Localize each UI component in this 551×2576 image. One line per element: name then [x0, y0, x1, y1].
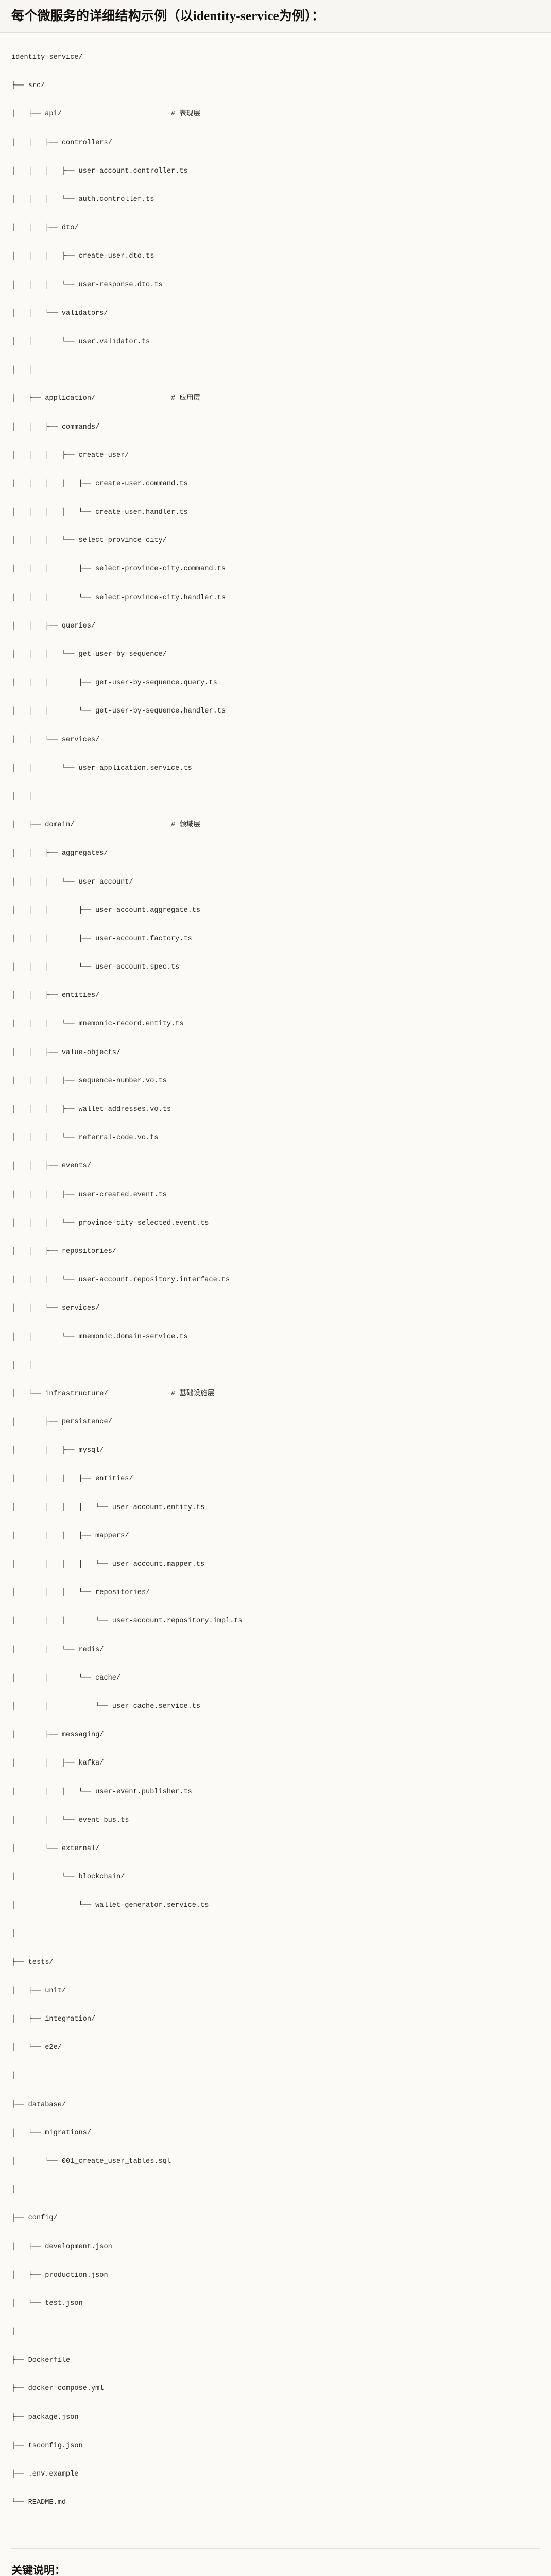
directory-tree-body: identity-service/ ├── src/ │ ├── api/ # …	[11, 51, 540, 2510]
tree-line: │ │ │ └── repositories/	[11, 1589, 150, 1597]
tree-line: │ │ └── services/	[11, 736, 100, 744]
tree-line: │ │ │ ├── mappers/	[11, 1532, 129, 1540]
tree-line: │ │ ├── events/	[11, 1162, 91, 1171]
tree-line: ├── src/	[11, 82, 45, 90]
tree-line: │ │ │ └── select-province-city.handler.t…	[11, 594, 226, 602]
tree-line: │ │ │ ├── user-account.factory.ts	[11, 935, 192, 943]
tree-line: │ ├── application/ # 应用层	[11, 395, 201, 403]
directory-tree-block: identity-service/ ├── src/ │ ├── api/ # …	[0, 32, 551, 2537]
tree-line: │ │ └── mnemonic.domain-service.ts	[11, 1333, 188, 1341]
tree-line: │ ├── integration/	[11, 2015, 96, 2024]
tree-line: │ │ │ │ └── user-account.mapper.ts	[11, 1561, 205, 1569]
tree-line: │ │ └── cache/	[11, 1674, 121, 1682]
tree-line: ├── tsconfig.json	[11, 2442, 83, 2450]
tree-line: │ │ └── user-cache.service.ts	[11, 1702, 201, 1710]
tree-line: │ ├── domain/ # 领域层	[11, 821, 201, 829]
tree-line: │ │	[11, 1361, 32, 1369]
tree-line: │ │ │ └── province-city-selected.event.t…	[11, 1219, 209, 1227]
tree-line: ├── docker-compose.yml	[11, 2385, 104, 2393]
tree-line: ├── database/	[11, 2100, 66, 2109]
tree-line: │ │ └── user-application.service.ts	[11, 764, 192, 772]
key-points-title: 关键说明：	[11, 2564, 65, 2576]
tree-line: │ │ └── user.validator.ts	[11, 337, 150, 346]
tree-line: │ │ ├── aggregates/	[11, 850, 108, 858]
tree-line: │ │ │ ├── user-account.aggregate.ts	[11, 906, 201, 914]
tree-line: │ │ │ └── select-province-city/	[11, 537, 167, 545]
tree-line: ├── Dockerfile	[11, 2357, 71, 2365]
tree-line: │ │ │ ├── get-user-by-sequence.query.ts	[11, 679, 217, 687]
tree-line: │	[11, 2328, 16, 2336]
tree-line: │ └── e2e/	[11, 2044, 62, 2052]
tree-line: │ │ ├── entities/	[11, 992, 100, 1000]
tree-line: │ │ │ └── user-account.spec.ts	[11, 963, 180, 972]
tree-line: │ │ │ └── user-response.dto.ts	[11, 281, 163, 289]
tree-line-comment: # 基础设施层	[171, 1389, 215, 1398]
tree-line: │ │ │ │ └── user-account.entity.ts	[11, 1503, 205, 1512]
tree-line: identity-service/	[11, 54, 83, 62]
tree-line: │ │ └── event-bus.ts	[11, 1816, 129, 1824]
tree-line: │ │ │ ├── user-account.controller.ts	[11, 167, 188, 175]
tree-line: │ │ │ ├── sequence-number.vo.ts	[11, 1077, 167, 1085]
tree-line: │ │ ├── commands/	[11, 423, 100, 431]
tree-line: │ │ │ ├── select-province-city.command.t…	[11, 565, 226, 573]
tree-line-comment: # 表现层	[171, 110, 201, 118]
tree-line: │ │ │ └── user-event.publisher.ts	[11, 1788, 192, 1796]
tree-line: │ └── infrastructure/ # 基础设施层	[11, 1389, 215, 1398]
tree-line: │ │ ├── controllers/	[11, 139, 112, 147]
tree-line: │ │ ├── mysql/	[11, 1447, 104, 1455]
tree-line: ├── .env.example	[11, 2470, 79, 2479]
directory-tree: identity-service/ ├── src/ │ ├── api/ # …	[11, 51, 540, 2524]
tree-line: │ │ │ └── get-user-by-sequence/	[11, 651, 167, 659]
tree-line: │ │ ├── queries/	[11, 622, 96, 630]
tree-line: │ └── migrations/	[11, 2129, 91, 2137]
tree-line-comment: # 领域层	[171, 821, 201, 829]
tree-line: │ │ └── services/	[11, 1304, 100, 1313]
tree-line: │ │ ├── value-objects/	[11, 1048, 121, 1057]
tree-line: │ │	[11, 366, 32, 375]
tree-line: │ │ └── validators/	[11, 309, 108, 317]
tree-line: │ │ │ └── mnemonic-record.entity.ts	[11, 1020, 184, 1028]
tree-line: ├── tests/	[11, 1958, 54, 1967]
tree-line: │ │ │ └── user-account.repository.interf…	[11, 1276, 230, 1284]
page-header: 每个微服务的详细结构示例（以identity-service为例）：	[0, 0, 551, 33]
tree-line-comment: # 应用层	[171, 395, 201, 403]
tree-line: │ │ │ ├── user-created.event.ts	[11, 1191, 167, 1199]
tree-line: │ │ ├── repositories/	[11, 1247, 116, 1256]
tree-line: │ │ │ └── user-account.repository.impl.t…	[11, 1617, 243, 1625]
tree-line: │ ├── api/ # 表现层	[11, 110, 201, 118]
tree-line: │	[11, 1930, 16, 1938]
tree-line: │ ├── unit/	[11, 1987, 66, 1995]
tree-line: │ │ │ └── user-account/	[11, 878, 133, 886]
tree-line: │ │ │ ├── entities/	[11, 1475, 133, 1483]
tree-line: │ ├── development.json	[11, 2243, 112, 2251]
tree-line: │ │ ├── dto/	[11, 224, 79, 232]
tree-line: │ │ │ │ ├── create-user.command.ts	[11, 480, 188, 488]
tree-line: │ ├── persistence/	[11, 1418, 112, 1427]
tree-line: │ └── external/	[11, 1844, 100, 1853]
tree-line: │ └── blockchain/	[11, 1873, 125, 1882]
page-title: 每个微服务的详细结构示例（以identity-service为例）：	[11, 9, 325, 23]
tree-line: │ │ │ └── auth.controller.ts	[11, 196, 154, 204]
tree-line: │ └── wallet-generator.service.ts	[11, 1902, 209, 1910]
tree-line: └── README.md	[11, 2499, 66, 2507]
tree-line: │ │ │ └── get-user-by-sequence.handler.t…	[11, 707, 226, 716]
tree-line: │ └── 001_create_user_tables.sql	[11, 2157, 171, 2165]
tree-line: │ │ │ ├── create-user/	[11, 451, 129, 460]
tree-line: ├── package.json	[11, 2413, 79, 2421]
tree-line: │ │ └── redis/	[11, 1646, 104, 1654]
tree-line: │ │ │ ├── wallet-addresses.vo.ts	[11, 1106, 171, 1114]
tree-line: │ │ ├── kafka/	[11, 1759, 104, 1768]
tree-line: │ ├── messaging/	[11, 1731, 104, 1739]
tree-line: │ │ │ ├── create-user.dto.ts	[11, 252, 154, 261]
tree-line: │	[11, 2072, 16, 2080]
tree-line: │ │ │ │ └── create-user.handler.ts	[11, 509, 188, 517]
tree-line: │ ├── production.json	[11, 2271, 108, 2279]
key-points-section: 关键说明： 1. 微服务架构： 每个Context对应一个独立的微服务，完全解耦…	[0, 2549, 551, 2576]
tree-line: │ └── test.json	[11, 2299, 83, 2308]
tree-line: │ │ │ └── referral-code.vo.ts	[11, 1134, 159, 1142]
tree-line: │	[11, 2186, 16, 2194]
tree-line: │ │	[11, 792, 32, 801]
tree-line: ├── config/	[11, 2214, 58, 2223]
